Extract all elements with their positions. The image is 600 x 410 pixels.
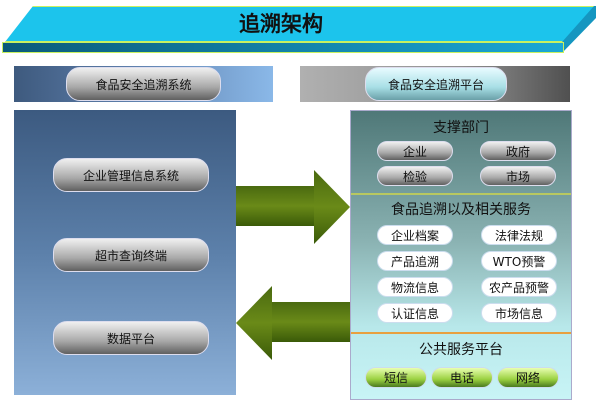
service-product-trace: 产品追溯 <box>377 251 453 271</box>
public-sms: 短信 <box>365 367 427 388</box>
support-enterprise: 企业 <box>377 141 453 161</box>
support-inspection: 检验 <box>377 166 453 186</box>
title-banner-front <box>2 42 564 53</box>
service-laws: 法律法规 <box>481 225 557 245</box>
service-logistics: 物流信息 <box>377 277 453 297</box>
support-market: 市场 <box>480 166 556 186</box>
service-certification: 认证信息 <box>377 303 453 323</box>
public-phone: 电话 <box>431 367 493 388</box>
left-header-label: 食品安全追溯系统 <box>66 67 221 101</box>
service-agri-alert: 农产品预警 <box>481 277 557 297</box>
left-panel: 企业管理信息系统 超市查询终端 数据平台 <box>14 110 236 395</box>
services-title: 食品追溯以及相关服务 <box>391 202 531 218</box>
right-header-label: 食品安全追溯平台 <box>365 67 507 101</box>
supermarket-terminal-node: 超市查询终端 <box>53 238 209 272</box>
diagram-title: 追溯架构 <box>239 12 323 36</box>
enterprise-mis-node: 企业管理信息系统 <box>53 158 209 192</box>
right-panel: 支撑部门 企业 政府 检验 市场 食品追溯以及相关服务 企业档案 法律法规 产品… <box>350 110 572 400</box>
support-government: 政府 <box>480 141 556 161</box>
public-network: 网络 <box>497 367 559 388</box>
support-title: 支撑部门 <box>433 120 489 136</box>
title-banner <box>5 6 595 42</box>
right-header-bar: 食品安全追溯平台 <box>300 66 570 102</box>
service-enterprise-archive: 企业档案 <box>377 225 453 245</box>
service-market-info: 市场信息 <box>481 303 557 323</box>
divider <box>351 193 571 195</box>
left-header-bar: 食品安全追溯系统 <box>14 66 273 102</box>
service-wto-alert: WTO预警 <box>481 251 557 271</box>
divider <box>351 332 571 334</box>
public-title: 公共服务平台 <box>419 342 503 358</box>
data-platform-node: 数据平台 <box>53 321 209 355</box>
